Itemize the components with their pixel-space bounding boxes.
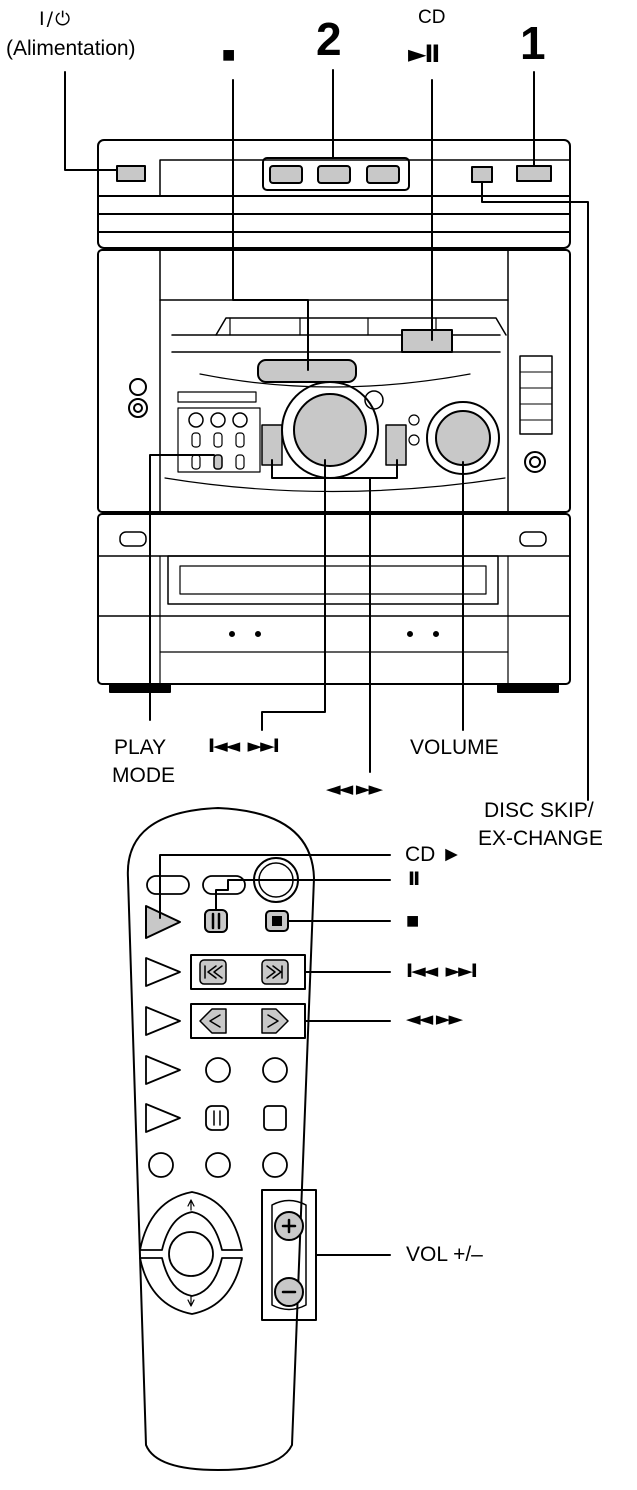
cd-play-pause-label: ►II — [408, 40, 440, 68]
skip-jog-dial[interactable] — [293, 393, 367, 467]
cd-play-pause-button[interactable] — [401, 329, 453, 353]
disc-skip-label-line1: DISC SKIP/ — [484, 799, 594, 822]
remote-pause-button[interactable] — [204, 909, 228, 933]
play-mode-label-line2: MODE — [112, 764, 175, 787]
power-button[interactable] — [116, 165, 146, 182]
unit-mid-panel — [97, 249, 571, 513]
remote-cd-play-label: CD ► — [405, 843, 462, 866]
remote-search-label: ◄◄ ►► — [406, 1008, 463, 1030]
remote-pause-label: II — [408, 868, 420, 890]
remote-forward-button[interactable] — [261, 1008, 289, 1034]
power-label: (Alimentation) — [6, 37, 136, 60]
remote-skip-label: I◄◄ ►►I — [406, 960, 478, 982]
remote-cd-play-button[interactable] — [145, 905, 181, 939]
disc-skip-button[interactable] — [471, 166, 493, 183]
volume-knob[interactable] — [435, 410, 491, 466]
skip-label: I◄◄ ►►I — [208, 735, 280, 757]
remote-body — [126, 807, 315, 1471]
disc-group-box — [262, 157, 410, 191]
remote-direction-pad — [139, 1191, 243, 1315]
disc-button-c[interactable] — [366, 165, 400, 184]
disc-button-b[interactable] — [317, 165, 351, 184]
cd-label: CD — [418, 7, 446, 28]
stop-symbol-label: ■ — [222, 42, 236, 67]
disc-button-a[interactable] — [269, 165, 303, 184]
disc-skip-label-line2: EX-CHANGE — [478, 827, 603, 850]
play-mode-button[interactable] — [213, 454, 223, 470]
callout-1: 1 — [520, 17, 546, 69]
remote-leader-lines — [159, 854, 391, 1256]
remote-prev-button[interactable] — [199, 959, 227, 985]
search-label: ◄◄ ►► — [326, 778, 383, 800]
remote-vol-label: VOL +/– — [406, 1243, 483, 1266]
remote-stop-label: ■ — [406, 908, 420, 933]
tape-window — [167, 555, 499, 605]
stereo-leader-lines — [64, 69, 589, 801]
headphone-jack — [129, 378, 147, 396]
callout-2: 2 — [316, 13, 342, 65]
stereo-unit — [64, 69, 589, 801]
unit-tape-panel — [97, 513, 571, 685]
volume-label: VOLUME — [410, 736, 499, 759]
play-mode-label-line1: PLAY — [114, 736, 167, 759]
power-symbol-label: I / ⏻ — [39, 8, 70, 30]
remote-rewind-button[interactable] — [199, 1008, 227, 1034]
remote-control — [126, 807, 391, 1471]
open-close-button[interactable] — [516, 165, 552, 182]
